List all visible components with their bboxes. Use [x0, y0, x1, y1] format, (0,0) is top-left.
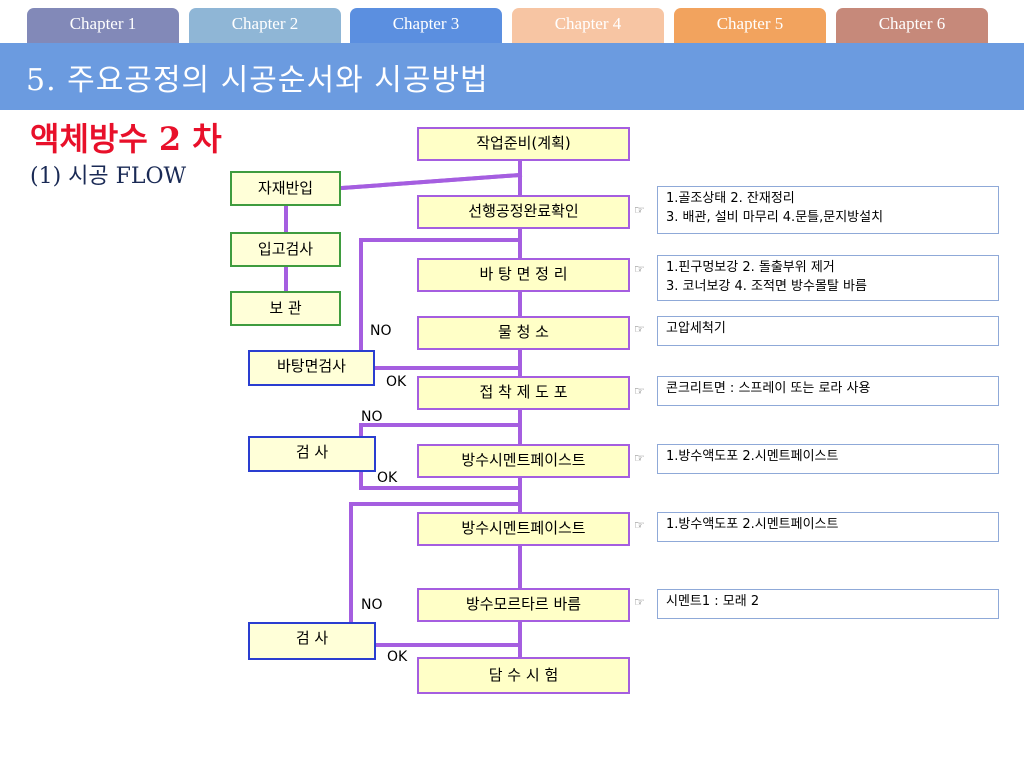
tab-chapter-4[interactable]: Chapter 4 [512, 8, 664, 44]
surface-inspection-box: 바탕면검사 [248, 350, 375, 386]
pointing-hand-icon: ☞ [634, 451, 645, 465]
ok-label: OK [377, 470, 398, 486]
page-title: 5. 주요공정의 시공순서와 시공방법 [26, 63, 489, 98]
inspection-box-2: 검 사 [248, 622, 376, 660]
step-cement-paste-1: 방수시멘트페이스트 [417, 444, 630, 478]
step-cement-paste-2: 방수시멘트페이스트 [417, 512, 630, 546]
note-prior-work: 1.골조상태 2. 잔재정리 3. 배관, 설비 마무리 4.문틀,문지방설치 [657, 186, 999, 234]
note-surface-prep: 1.핀구멍보강 2. 돌출부위 제거 3. 코너보강 4. 조적면 방수몰탈 바… [657, 255, 999, 301]
incoming-inspection-box: 입고검사 [230, 232, 341, 267]
step-water-test: 담 수 시 험 [417, 657, 630, 694]
step-mortar-application: 방수모르타르 바름 [417, 588, 630, 622]
ok-label: OK [386, 374, 407, 390]
tab-chapter-1[interactable]: Chapter 1 [27, 8, 179, 44]
step-water-cleaning: 물 청 소 [417, 316, 630, 350]
tab-chapter-3[interactable]: Chapter 3 [350, 8, 502, 45]
note-cement-paste-1: 1.방수액도포 2.시멘트페이스트 [657, 444, 999, 474]
step-surface-preparation: 바 탕 면 정 리 [417, 258, 630, 292]
tab-label: Chapter 2 [231, 14, 299, 33]
no-label: NO [370, 323, 392, 339]
tab-label: Chapter 3 [392, 14, 460, 33]
pointing-hand-icon: ☞ [634, 384, 645, 398]
note-line: 1.방수액도포 2.시멘트페이스트 [666, 517, 839, 532]
pointing-hand-icon: ☞ [634, 203, 645, 217]
material-delivery-box: 자재반입 [230, 171, 341, 206]
note-line: 콘크리트면 : 스프레이 또는 로라 사용 [666, 381, 871, 396]
note-adhesive: 콘크리트면 : 스프레이 또는 로라 사용 [657, 376, 999, 406]
note-line: 3. 코너보강 4. 조적면 방수몰탈 바름 [666, 279, 867, 294]
ok-label: OK [387, 649, 408, 665]
tab-chapter-5[interactable]: Chapter 5 [674, 8, 826, 44]
pointing-hand-icon: ☞ [634, 595, 645, 609]
pointing-hand-icon: ☞ [634, 322, 645, 336]
tab-chapter-6[interactable]: Chapter 6 [836, 8, 988, 44]
pointing-hand-icon: ☞ [634, 518, 645, 532]
note-line: 1.핀구멍보강 2. 돌출부위 제거 [666, 260, 835, 275]
note-cleaning: 고압세척기 [657, 316, 999, 346]
section-subheading: (1) 시공 FLOW [30, 164, 187, 189]
no-label: NO [361, 597, 383, 613]
no-label: NO [361, 409, 383, 425]
storage-box: 보 관 [230, 291, 341, 326]
tab-label: Chapter 5 [716, 14, 784, 33]
section-heading: 액체방수 2 차 [30, 120, 222, 158]
tab-label: Chapter 4 [554, 14, 622, 33]
note-line: 고압세척기 [666, 321, 726, 336]
step-adhesive-coating: 접 착 제 도 포 [417, 376, 630, 410]
pointing-hand-icon: ☞ [634, 262, 645, 276]
note-mortar: 시멘트1 : 모래 2 [657, 589, 999, 619]
chapter-tabs: Chapter 1 Chapter 2 Chapter 3 Chapter 4 … [0, 0, 1024, 45]
step-prior-work-check: 선행공정완료확인 [417, 195, 630, 229]
inspection-box-1: 검 사 [248, 436, 376, 472]
note-line: 3. 배관, 설비 마무리 4.문틀,문지방설치 [666, 210, 884, 225]
tab-label: Chapter 6 [878, 14, 946, 33]
note-line: 1.방수액도포 2.시멘트페이스트 [666, 449, 839, 464]
note-line: 시멘트1 : 모래 2 [666, 594, 760, 609]
note-cement-paste-2: 1.방수액도포 2.시멘트페이스트 [657, 512, 999, 542]
title-bar: 5. 주요공정의 시공순서와 시공방법 [0, 43, 1024, 110]
step-work-preparation: 작업준비(계획) [417, 127, 630, 161]
note-line: 1.골조상태 2. 잔재정리 [666, 191, 795, 206]
tab-chapter-2[interactable]: Chapter 2 [189, 8, 341, 44]
tab-label: Chapter 1 [69, 14, 137, 33]
